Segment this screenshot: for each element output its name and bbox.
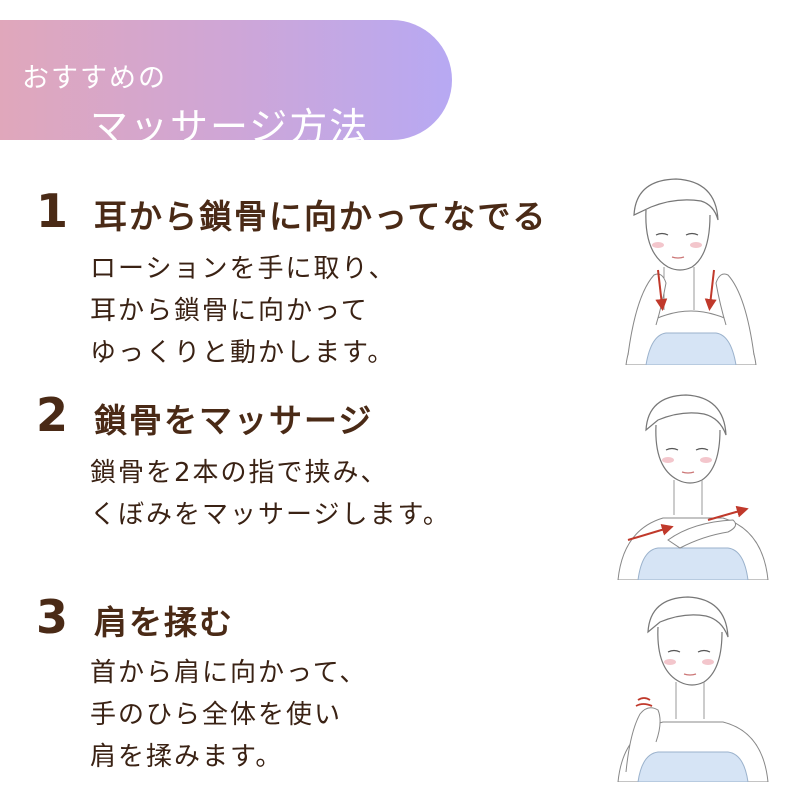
header-subtitle: おすすめの — [22, 63, 167, 94]
step-description-line: 手のひら全体を使い — [90, 700, 343, 730]
step-title: 肩を揉む — [94, 603, 234, 642]
step-description-line: くぼみをマッサージします。 — [90, 500, 451, 530]
step-description: ローションを手に取り、 耳から鎖骨に向かって ゆっくりと動かします。 — [90, 248, 396, 374]
step-description-line: 肩を揉みます。 — [90, 742, 284, 772]
header-title: マッサージ方法 — [90, 105, 370, 149]
step-number: 2 — [36, 388, 69, 442]
step-number: 3 — [36, 590, 69, 644]
step-description: 鎖骨を2本の指で挟み、 くぼみをマッサージします。 — [90, 452, 451, 536]
step-description: 首から肩に向かって、 手のひら全体を使い 肩を揉みます。 — [90, 652, 367, 778]
step-description-line: ゆっくりと動かします。 — [90, 338, 396, 368]
step-description-line: 首から肩に向かって、 — [90, 658, 368, 688]
woman-collarbone-massage-illustration — [617, 394, 769, 580]
step-number: 1 — [36, 184, 69, 238]
step-description-line: 耳から鎖骨に向かって — [90, 296, 369, 326]
step-title: 耳から鎖骨に向かってなでる — [94, 197, 548, 236]
woman-shoulder-knead-illustration — [617, 596, 769, 782]
step-description-line: ローションを手に取り、 — [90, 254, 397, 284]
woman-neck-stroke-illustration — [625, 178, 757, 365]
header-banner: おすすめの マッサージ方法 — [0, 20, 452, 149]
step-title: 鎖骨をマッサージ — [94, 401, 374, 440]
step-description-line: 鎖骨を2本の指で挟み、 — [90, 458, 389, 488]
